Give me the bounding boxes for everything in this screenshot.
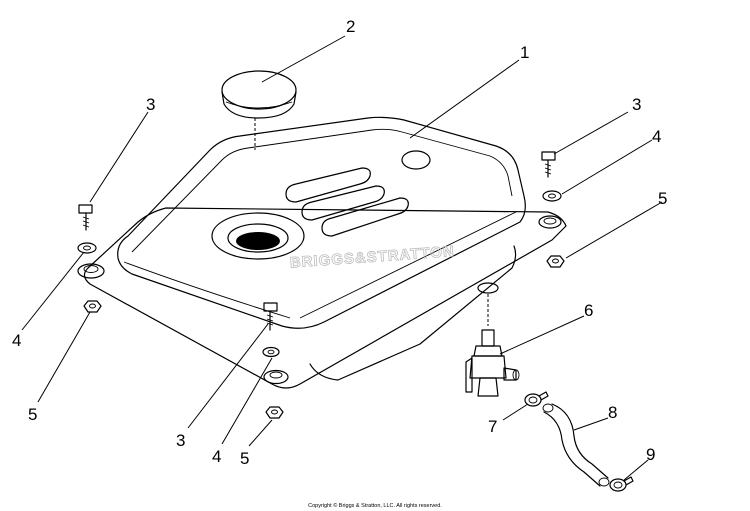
hose-clamp-upper [524,391,549,407]
callout-5-right: 5 [658,189,667,208]
screw-right [541,151,556,178]
fuel-cap [221,70,297,150]
callout-1: 1 [520,43,529,62]
washer-front [262,346,280,358]
nut-front [265,406,284,419]
washer-right [542,190,562,202]
callout-5-left: 5 [28,405,37,424]
hose-clamp-lower [609,476,634,492]
callout-numbers: 1 2 3 3 3 4 4 4 5 5 5 6 7 8 9 [12,17,667,468]
screw-left [78,204,93,231]
callout-2: 2 [346,17,355,36]
callout-6: 6 [584,301,593,320]
callout-5-front: 5 [240,449,249,468]
callout-4-front: 4 [212,447,221,466]
leader-lines [21,35,663,481]
callout-4-left: 4 [12,331,21,350]
callout-9: 9 [646,445,655,464]
nut-right [546,255,565,268]
callout-4-right: 4 [652,127,661,146]
fuel-tank: BRIGGS&STRATTON [77,116,567,389]
callout-3-front: 3 [176,431,185,450]
nut-left [83,300,102,313]
callout-8: 8 [608,403,617,422]
screw-front [263,302,278,331]
fuel-valve [465,294,520,397]
washer-left [77,242,97,254]
callout-3-left: 3 [146,95,155,114]
callout-7: 7 [488,417,497,436]
fuel-hose [542,403,610,487]
copyright-notice: Copyright © Briggs & Stratton, LLC. All … [308,502,442,509]
callout-3-right: 3 [632,95,641,114]
